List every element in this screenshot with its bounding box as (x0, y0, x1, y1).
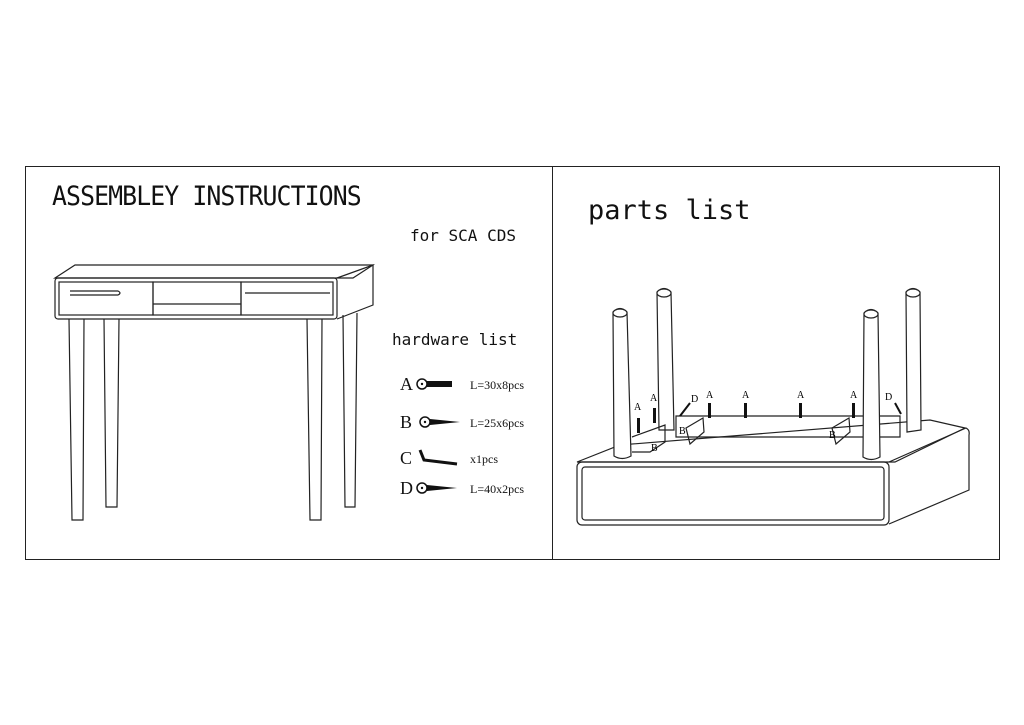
instruction-frame (25, 166, 1000, 560)
bolt-icon (416, 378, 452, 390)
panel-divider (552, 166, 553, 559)
hardware-spec: x1pcs (470, 452, 498, 466)
page-title: ASSEMBLEY INSTRUCTIONS (52, 181, 362, 212)
allen-key-icon (418, 449, 458, 466)
hardware-letter: A (400, 374, 413, 394)
wood-screw-icon (419, 416, 460, 428)
hardware-letter: D (400, 478, 413, 498)
hardware-letter: B (400, 412, 413, 432)
hardware-letter: C (400, 448, 413, 468)
hardware-spec: L=25x6pcs (470, 416, 525, 430)
hardware-list-heading: hardware list (392, 330, 518, 349)
long-screw-icon (416, 482, 457, 494)
product-subtitle: for SCA CDS (410, 226, 516, 245)
parts-list-heading: parts list (588, 195, 751, 226)
hardware-spec: L=40x2pcs (470, 482, 525, 496)
hardware-spec: L=30x8pcs (470, 378, 525, 392)
